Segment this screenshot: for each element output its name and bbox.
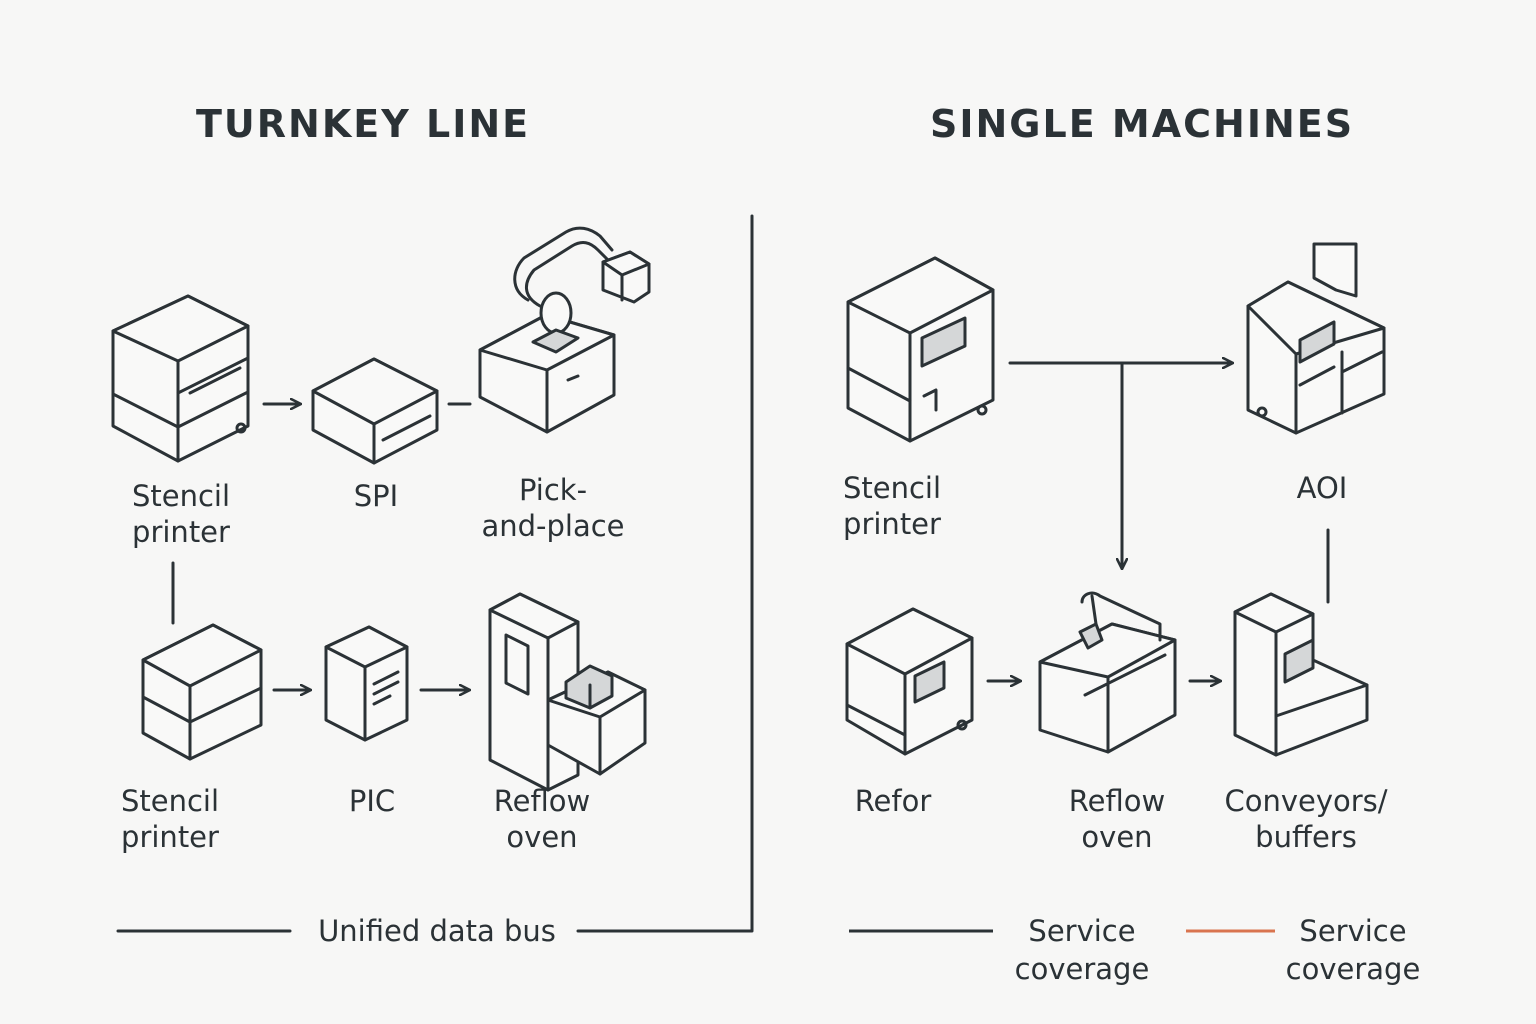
pick-and-place-icon bbox=[478, 226, 651, 434]
conveyor-buffer-icon bbox=[1233, 592, 1369, 757]
label-reflow-oven-single: Reflow oven bbox=[1068, 784, 1166, 854]
section-divider bbox=[576, 214, 754, 933]
label-stencil-printer-top: Stencil printer bbox=[131, 479, 231, 549]
aoi-icon bbox=[1246, 242, 1386, 435]
spi-icon bbox=[311, 357, 439, 465]
legend-label-2: Service coverage bbox=[1285, 914, 1421, 986]
stencil-printer-icon bbox=[141, 623, 263, 761]
label-stencil-printer-bottom: Stencil printer bbox=[120, 784, 220, 854]
stencil-printer-icon bbox=[846, 256, 995, 443]
label-pick-and-place: Pick- and-place bbox=[481, 473, 625, 543]
reflow-oven-icon bbox=[1038, 591, 1177, 754]
legend-label-1: Service coverage bbox=[1014, 914, 1150, 986]
label-spi: SPI bbox=[353, 479, 399, 513]
label-conveyors-buffers: Conveyors/ buffers bbox=[1224, 784, 1388, 854]
label-reflow-oven-turnkey: Reflow oven bbox=[493, 784, 591, 854]
turnkey-line-title: TURNKEY LINE bbox=[196, 102, 531, 146]
refor-icon bbox=[845, 607, 974, 756]
label-refor: Refor bbox=[854, 784, 932, 818]
label-stencil-printer-single: Stencil printer bbox=[842, 471, 942, 541]
label-pic: PIC bbox=[348, 784, 396, 818]
reflow-oven-icon bbox=[488, 592, 647, 792]
label-unified-data-bus: Unified data bus bbox=[318, 914, 556, 948]
stencil-printer-icon bbox=[111, 294, 250, 463]
single-machines-title: SINGLE MACHINES bbox=[930, 102, 1355, 146]
label-aoi: AOI bbox=[1296, 471, 1348, 505]
pic-icon bbox=[324, 625, 409, 742]
